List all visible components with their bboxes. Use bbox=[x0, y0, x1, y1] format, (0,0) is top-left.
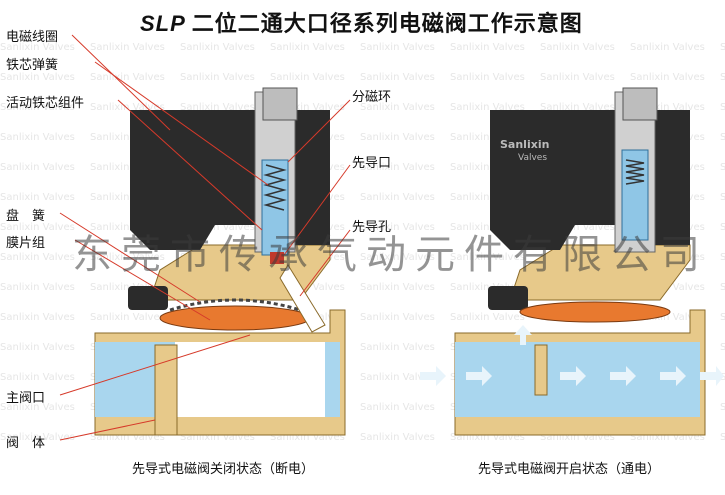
core-cap-right bbox=[622, 87, 658, 121]
disc-spring-left bbox=[169, 298, 301, 312]
leader-lines bbox=[59, 34, 351, 441]
label-shading-ring: 分磁环 bbox=[352, 90, 392, 105]
flow-arrow bbox=[420, 366, 446, 386]
label-coil: 电磁线圈 bbox=[6, 30, 59, 45]
coil-bracket-right bbox=[488, 286, 528, 310]
caption-open: 先导式电磁阀开启状态（通电） bbox=[478, 462, 661, 477]
coil-left bbox=[130, 110, 255, 250]
flow-arrow bbox=[466, 366, 492, 386]
main-port-wall-right bbox=[534, 344, 548, 396]
valve-closed bbox=[94, 87, 346, 436]
core-cap-left bbox=[262, 87, 298, 121]
flow-arrow-up bbox=[514, 325, 532, 345]
pilot-hole-left bbox=[279, 264, 326, 333]
main-port-wall-left bbox=[154, 344, 178, 436]
core-spring-right bbox=[625, 159, 645, 185]
coil-left-2 bbox=[290, 110, 330, 245]
outlet-chamber-left bbox=[175, 342, 325, 417]
flow-arrow bbox=[610, 366, 636, 386]
label-diaphragm: 膜片组 bbox=[6, 236, 46, 251]
coil-bracket-left bbox=[128, 286, 168, 310]
diaphragm-right bbox=[519, 301, 671, 323]
label-main-port: 主阀口 bbox=[6, 391, 46, 406]
valve-open: Sanlixin Valves bbox=[420, 87, 724, 436]
coil-right bbox=[490, 110, 615, 250]
pilot-seal-left bbox=[270, 252, 284, 264]
label-core-spring: 铁芯弹簧 bbox=[6, 58, 59, 73]
flow-arrows bbox=[420, 325, 724, 386]
caption-closed: 先导式电磁阀关闭状态（断电） bbox=[132, 462, 315, 477]
watermark: 东莞市传承气动元件有限公司 bbox=[72, 232, 709, 278]
title-brand: SLP bbox=[140, 11, 186, 36]
label-pilot-hole: 先导孔 bbox=[352, 220, 392, 235]
brand-logo-sub: Valves bbox=[518, 153, 547, 163]
flow-arrow bbox=[700, 366, 724, 386]
label-valve-body: 阀 体 bbox=[6, 436, 46, 451]
coil-right-2 bbox=[650, 110, 690, 245]
flow-arrow bbox=[660, 366, 686, 386]
label-disc-spring: 盘 簧 bbox=[6, 209, 46, 224]
core-spring-left bbox=[263, 164, 287, 211]
flow-arrow bbox=[560, 366, 586, 386]
diaphragm-left bbox=[159, 305, 311, 331]
label-pilot-port: 先导口 bbox=[352, 156, 392, 171]
brand-logo-name: Sanlixin bbox=[500, 138, 549, 151]
title-text: 二位二通大口径系列电磁阀工作示意图 bbox=[191, 12, 583, 37]
label-moving-core: 活动铁芯组件 bbox=[6, 96, 85, 111]
